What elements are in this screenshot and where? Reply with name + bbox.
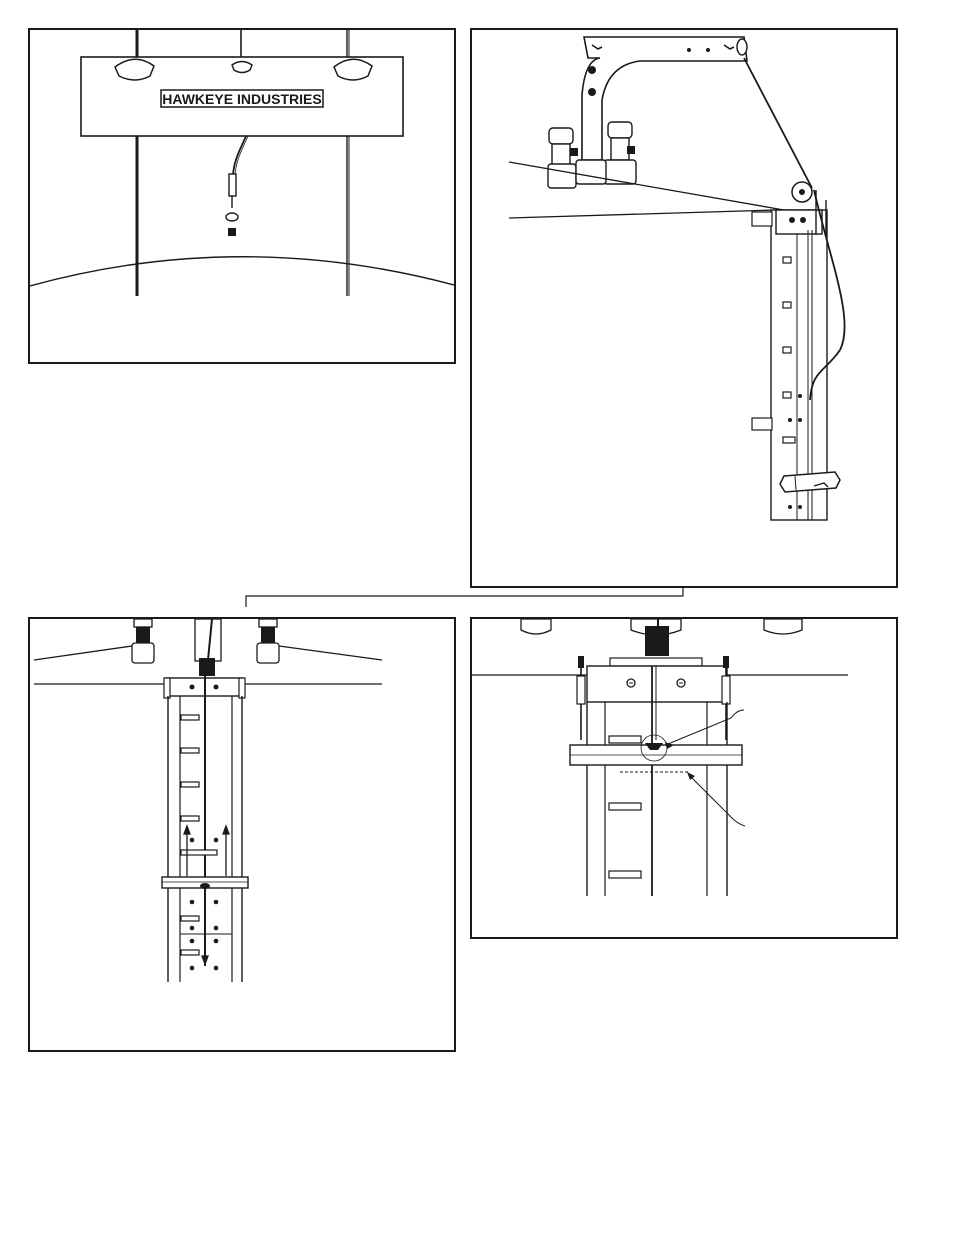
panel-3 — [29, 618, 455, 1051]
panel-4 — [471, 618, 897, 938]
panel-1: HAWKEYE INDUSTRIES — [29, 29, 455, 363]
pulley-center-icon — [232, 62, 252, 73]
placard-label: HAWKEYE INDUSTRIES — [162, 91, 321, 107]
carriage-bar — [780, 472, 840, 492]
cable-clamp — [645, 626, 669, 656]
washer-icon — [226, 213, 238, 221]
panel-2 — [471, 29, 897, 587]
pulley-right-icon — [334, 59, 372, 80]
panel-connector — [246, 587, 683, 607]
cable-end-fitting — [229, 174, 236, 196]
top-bracket — [587, 666, 727, 702]
nut-icon — [228, 228, 236, 236]
